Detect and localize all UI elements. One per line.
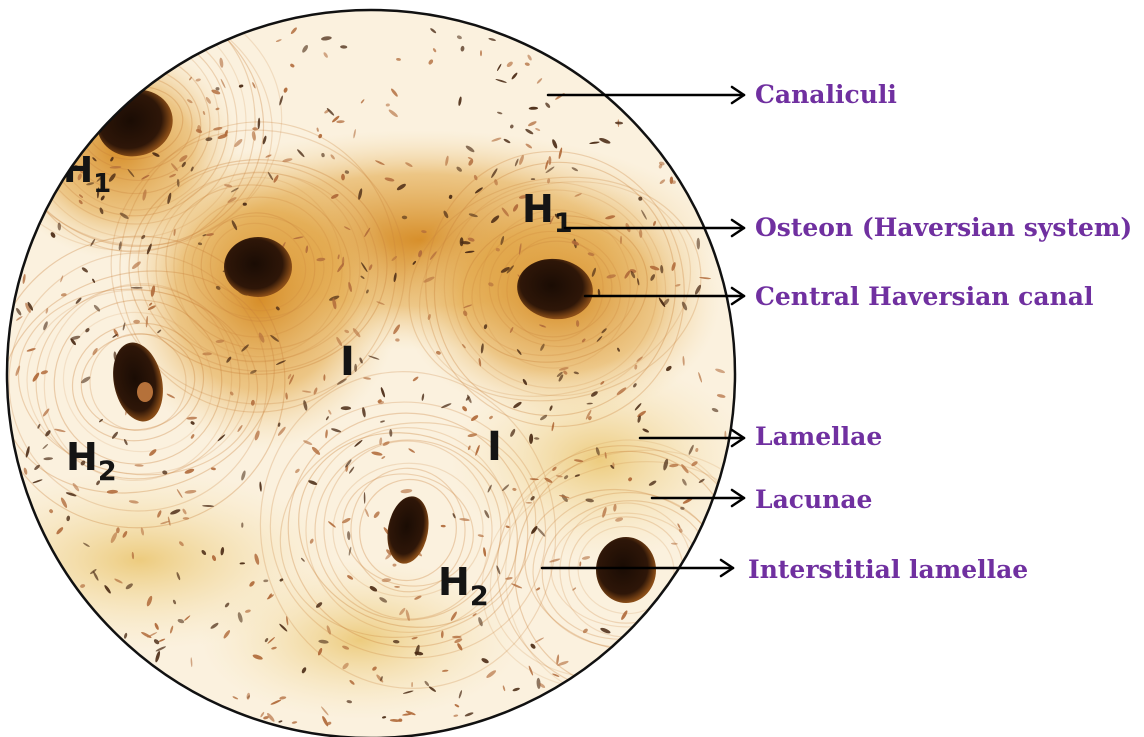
lacuna-dot [341,406,351,410]
label-lacunae: Lacunae [755,487,872,512]
label-canaliculi: Canaliculi [755,82,897,107]
haversian-canal [137,382,153,402]
lacuna-dot [480,50,482,56]
haversian-canal [596,537,656,603]
label-lamellae: Lamellae [755,424,882,449]
lacuna-dot [531,178,535,180]
label-central-haversian-canal: Central Haversian canal [755,284,1093,309]
haversian-canal [224,237,292,297]
label-interstitial-lamellae: Interstitial lamellae [748,557,1028,582]
marker-interstitial-center: I [340,339,355,385]
lacuna-dot [452,636,462,638]
label-osteon: Osteon (Haversian system) [755,215,1132,240]
marker-interstitial-right: I [487,424,502,470]
lacuna-dot [526,502,532,504]
